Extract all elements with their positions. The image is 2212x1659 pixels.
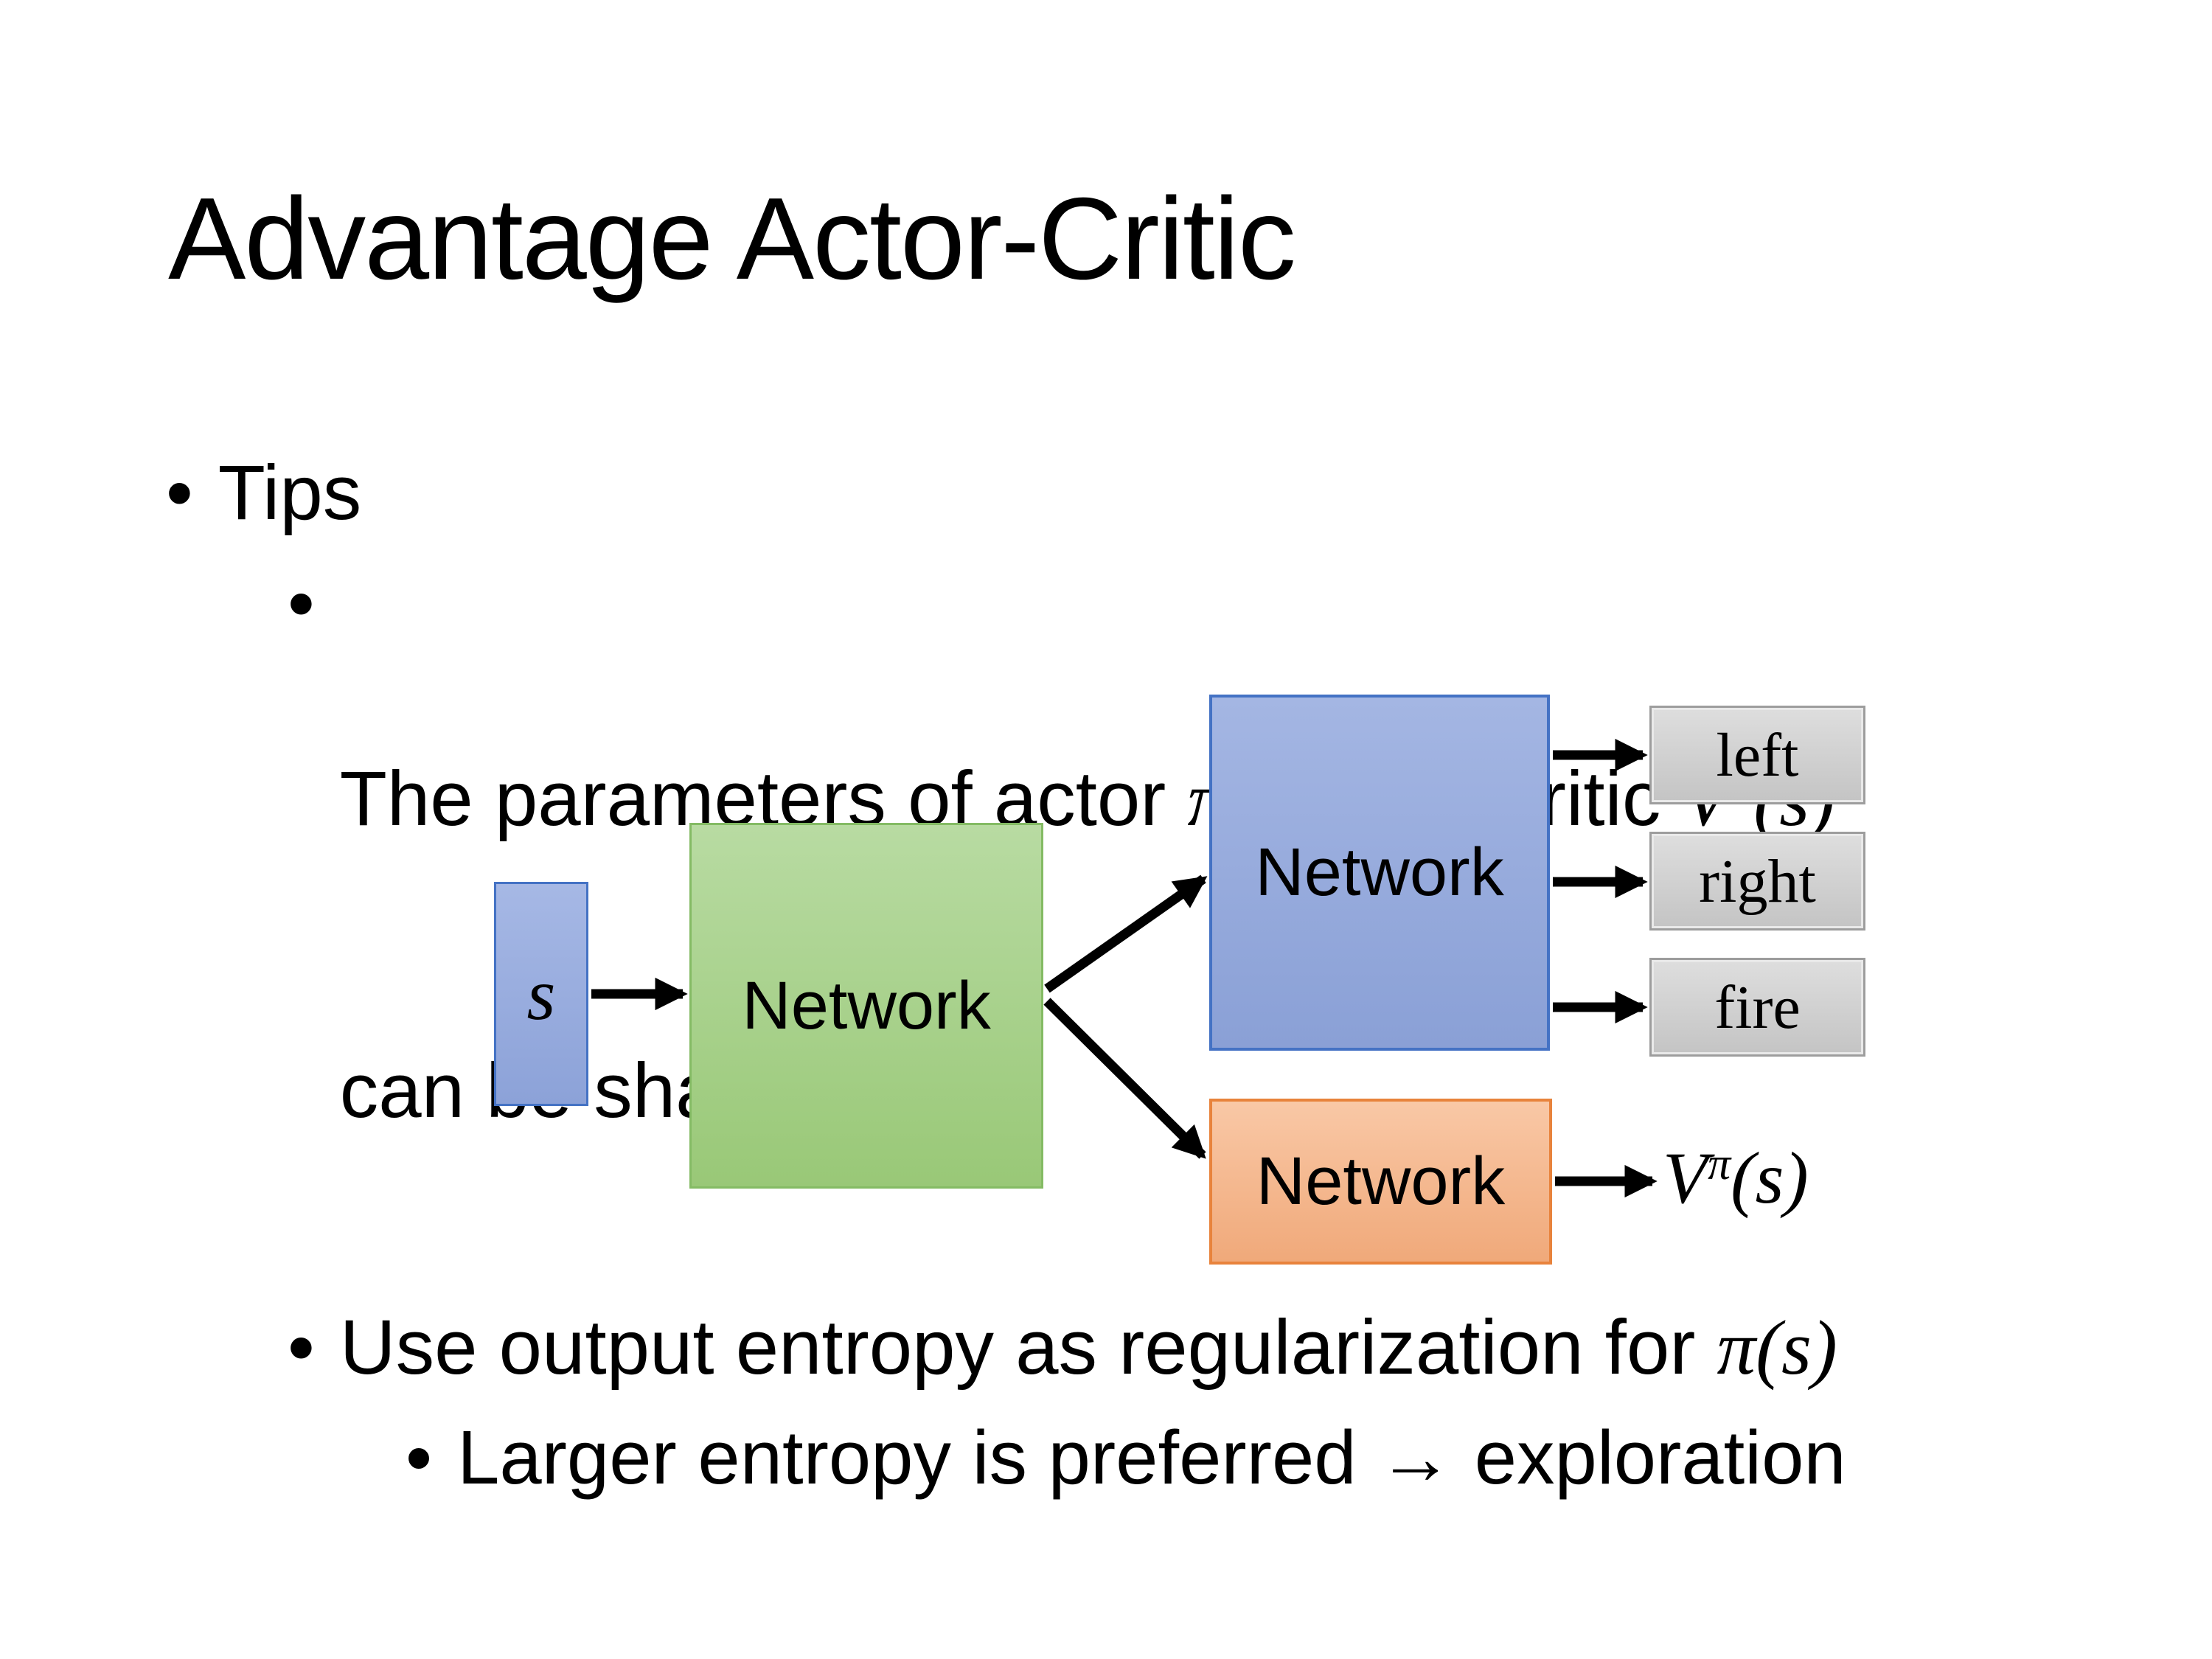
action-right-label: right [1699,846,1816,916]
actor-network-box: Network [1209,695,1550,1051]
value-v-superscript: π [1708,1138,1731,1189]
shared-network-label: Network [742,967,991,1043]
value-output-label: Vπ(s) [1663,1134,1809,1222]
critic-network-box: Network [1209,1099,1552,1265]
action-left-box: left [1649,706,1865,804]
bullet-icon: • [288,1304,315,1391]
slide-title: Advantage Actor-Critic [168,174,1296,304]
action-fire-box: fire [1649,958,1865,1057]
critic-network-label: Network [1256,1144,1506,1219]
actor-network-label: Network [1255,835,1504,910]
bullet-icon: • [166,450,193,536]
shared-network-box: Network [689,823,1043,1189]
entropy-text-before: Use output entropy as regularization for [339,1304,1717,1391]
action-fire-label: fire [1714,973,1801,1042]
state-input-label: s [526,953,556,1035]
bullet-tips: • Tips [166,445,361,542]
entropy-pi-math: π(s) [1717,1304,1837,1391]
state-input-box: s [494,882,588,1106]
action-left-label: left [1716,720,1799,790]
value-v-args: (s) [1731,1137,1809,1219]
bullet-shared-line1: The parameters of actor π(s) and critic … [340,751,1835,848]
bullet-exploration: • Larger entropy is preferred → explorat… [406,1410,1846,1506]
bullet-exploration-label: Larger entropy is preferred → exploratio… [457,1415,1846,1500]
bullet-tips-label: Tips [218,450,362,536]
bullet-entropy-text: Use output entropy as regularization for… [340,1299,1837,1397]
value-v-math: V [1663,1137,1708,1219]
bullet-icon: • [288,560,315,647]
action-right-box: right [1649,832,1865,931]
bullet-entropy-regularization: • Use output entropy as regularization f… [288,1299,1837,1397]
bullet-icon: • [406,1415,433,1500]
